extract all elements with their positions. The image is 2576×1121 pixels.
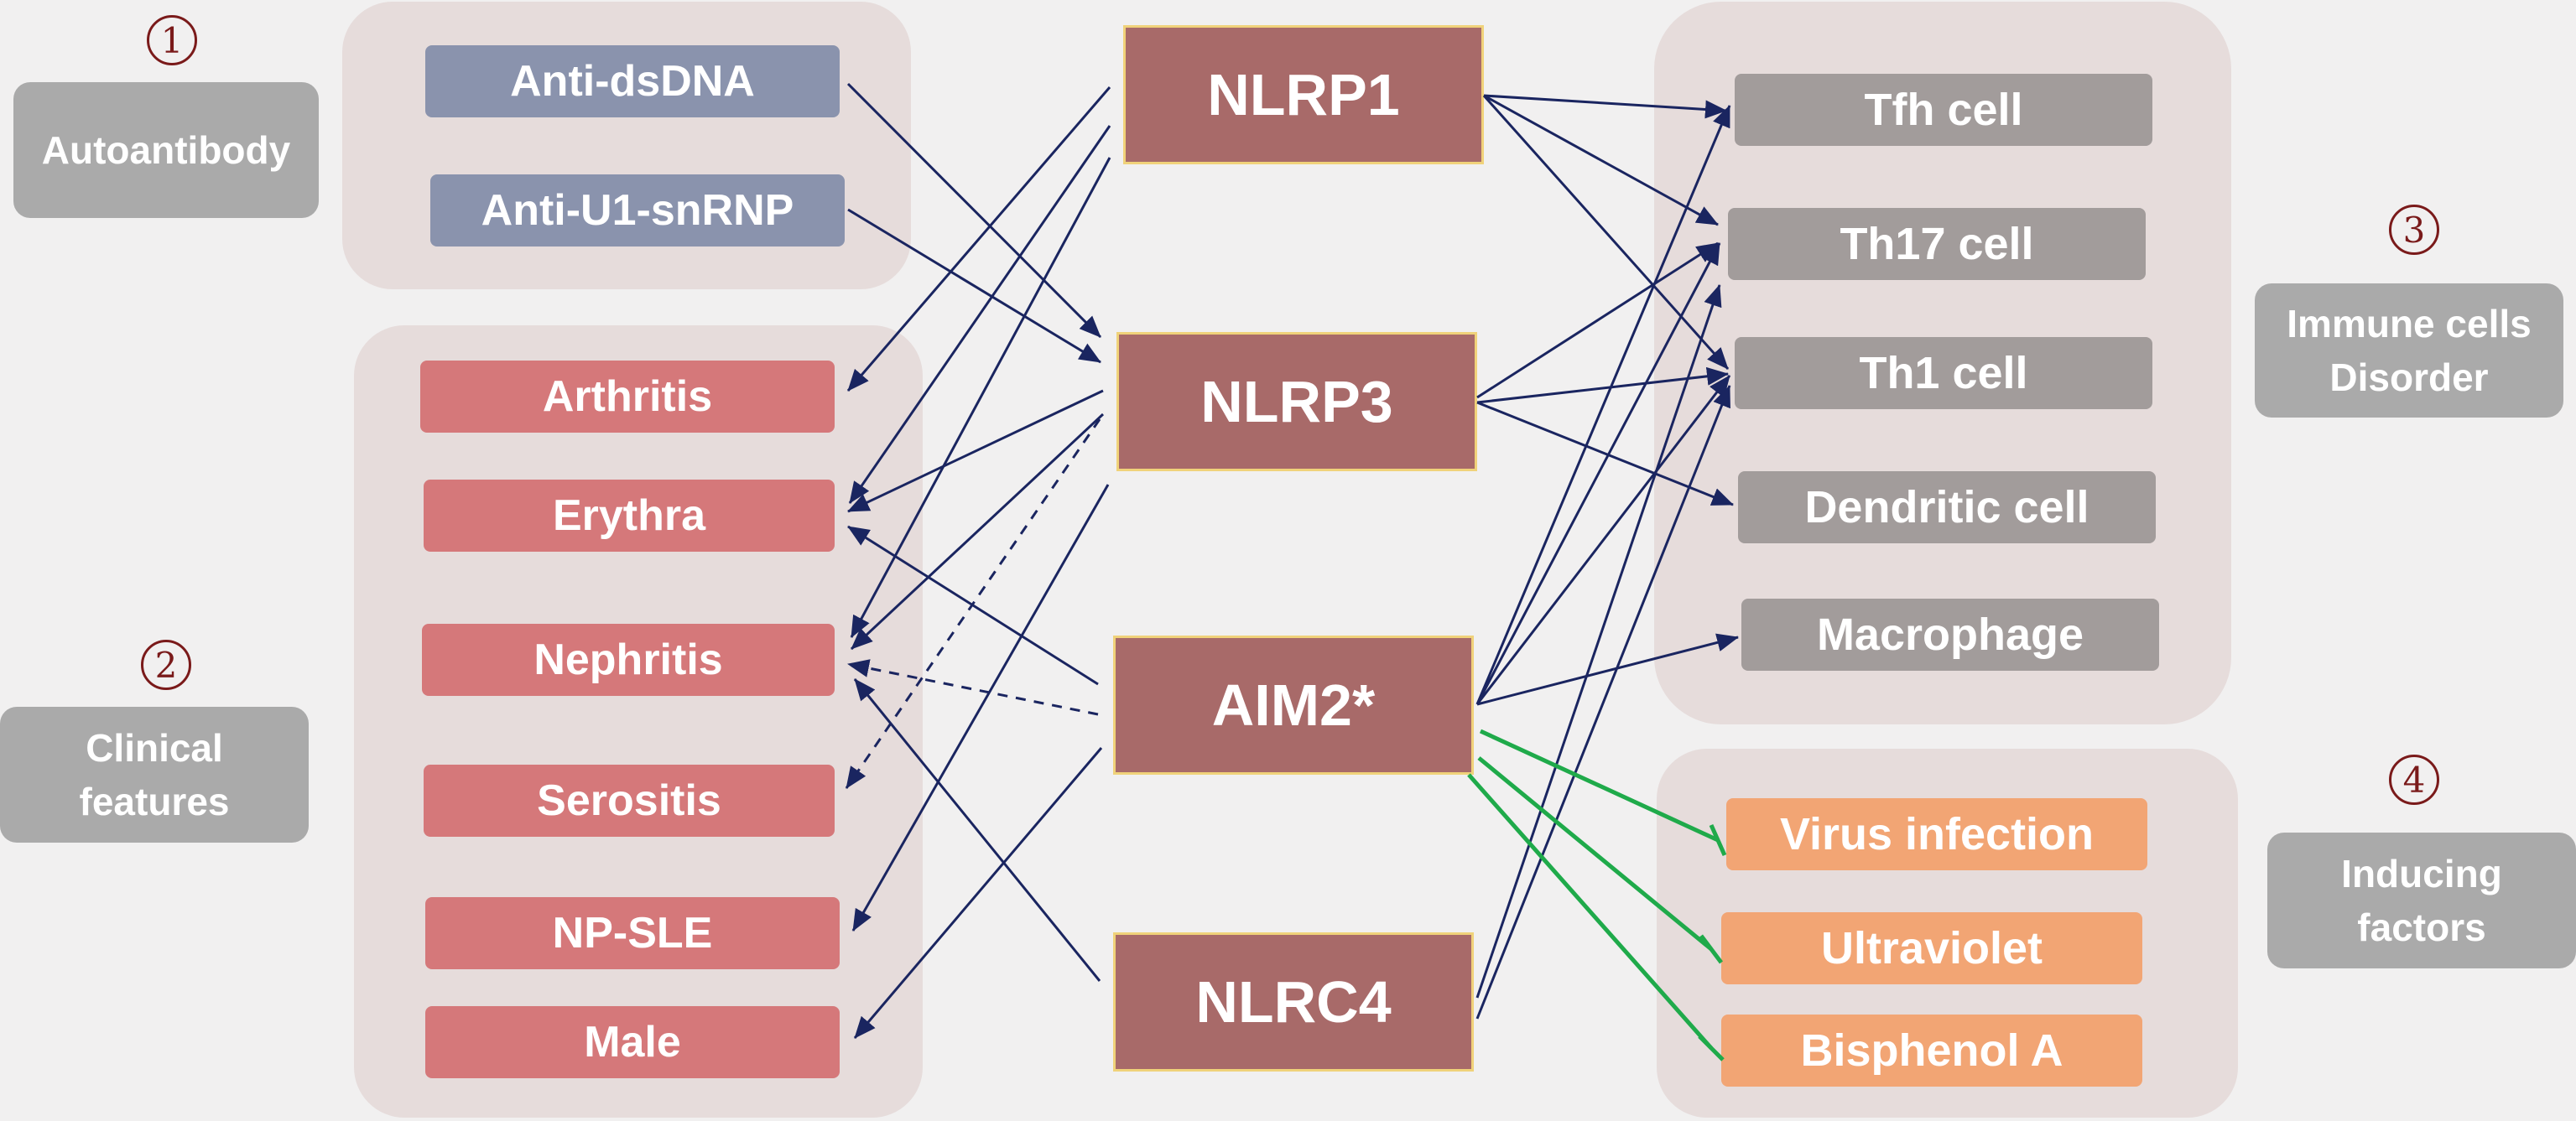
clinical-group	[354, 325, 923, 1118]
edge-nlrp3-npsle	[851, 484, 1110, 932]
node-th17-cell: Th17 cell	[1728, 208, 2146, 280]
node-anti-dsdna: Anti-dsDNA	[425, 45, 840, 117]
edge-aim2-th17	[1475, 242, 1721, 705]
node-anti-u1-snrnp: Anti-U1-snRNP	[430, 174, 845, 247]
node-serositis: Serositis	[424, 765, 835, 837]
category-number-2: 2	[141, 640, 191, 690]
edge-nlrp3-erythra	[847, 389, 1104, 513]
node-dendritic-cell: Dendritic cell	[1738, 471, 2156, 543]
node-aim2: AIM2*	[1113, 636, 1474, 775]
category-number-3: 3	[2389, 205, 2439, 255]
node-male: Male	[425, 1006, 840, 1078]
category-inducing-factors: Inducing factors	[2267, 833, 2576, 968]
node-bisphenol-a: Bisphenol A	[1721, 1015, 2142, 1087]
category-immune-cells-disorder: Immune cells Disorder	[2255, 283, 2563, 418]
edge-nlrp3-nephritis	[850, 413, 1105, 651]
edge-nlrp1-th17	[1483, 94, 1719, 226]
node-nephritis: Nephritis	[422, 624, 835, 696]
edge-aim2-male	[853, 747, 1103, 1039]
inhibit-aim2-bisphenol	[1467, 773, 1713, 1050]
category-number-1: 1	[147, 15, 197, 65]
edge-anti-u1-nlrp3	[847, 208, 1101, 364]
category-number-4: 4	[2389, 755, 2439, 805]
node-virus-infection: Virus infection	[1726, 798, 2147, 870]
edge-nlrc4-nephritis	[853, 678, 1101, 982]
node-ultraviolet: Ultraviolet	[1721, 912, 2142, 984]
node-erythra: Erythra	[424, 480, 835, 552]
edge-aim2-th1	[1475, 375, 1731, 705]
inhibit-aim2-ultraviolet	[1477, 756, 1713, 951]
edge-aim2-tfh	[1475, 105, 1731, 705]
edge-nlrp3-th1	[1476, 366, 1729, 404]
edge-anti-dsdna-nlrp3	[846, 82, 1102, 339]
edge-nlrp3-th17	[1476, 241, 1719, 399]
edge-nlrp3-serositis	[845, 418, 1101, 789]
node-tfh-cell: Tfh cell	[1735, 74, 2152, 146]
edge-nlrc4-th1	[1475, 385, 1731, 1020]
node-nlrp3: NLRP3	[1116, 332, 1477, 471]
edge-nlrp1-tfh	[1483, 94, 1727, 119]
node-macrophage: Macrophage	[1741, 599, 2159, 671]
inhibit-aim2-virus	[1479, 729, 1720, 843]
category-autoantibody: Autoantibody	[13, 82, 319, 218]
edge-nlrp1-nephritis	[850, 157, 1111, 638]
edge-nlrp3-dendritic	[1476, 401, 1734, 506]
edge-nlrp1-arthritis	[846, 86, 1111, 392]
edge-nlrp1-th1	[1482, 95, 1730, 370]
edge-aim2-nephritis	[847, 659, 1099, 716]
inhibit-aim2-ultraviolet-bar	[1699, 934, 1723, 964]
node-nlrp1: NLRP1	[1123, 25, 1484, 164]
node-nlrc4: NLRC4	[1113, 932, 1474, 1072]
edge-nlrp1-erythra	[848, 125, 1111, 504]
inhibit-aim2-virus-bar	[1709, 823, 1727, 857]
category-clinical-features: Clinical features	[0, 707, 309, 843]
edge-aim2-erythra	[847, 525, 1099, 686]
node-arthritis: Arthritis	[420, 361, 835, 433]
edge-nlrc4-th17	[1475, 284, 1722, 999]
edge-aim2-macrophage	[1476, 633, 1739, 706]
node-th1-cell: Th1 cell	[1735, 337, 2152, 409]
inhibit-aim2-bisphenol-bar	[1698, 1035, 1725, 1061]
node-np-sle: NP-SLE	[425, 897, 840, 969]
